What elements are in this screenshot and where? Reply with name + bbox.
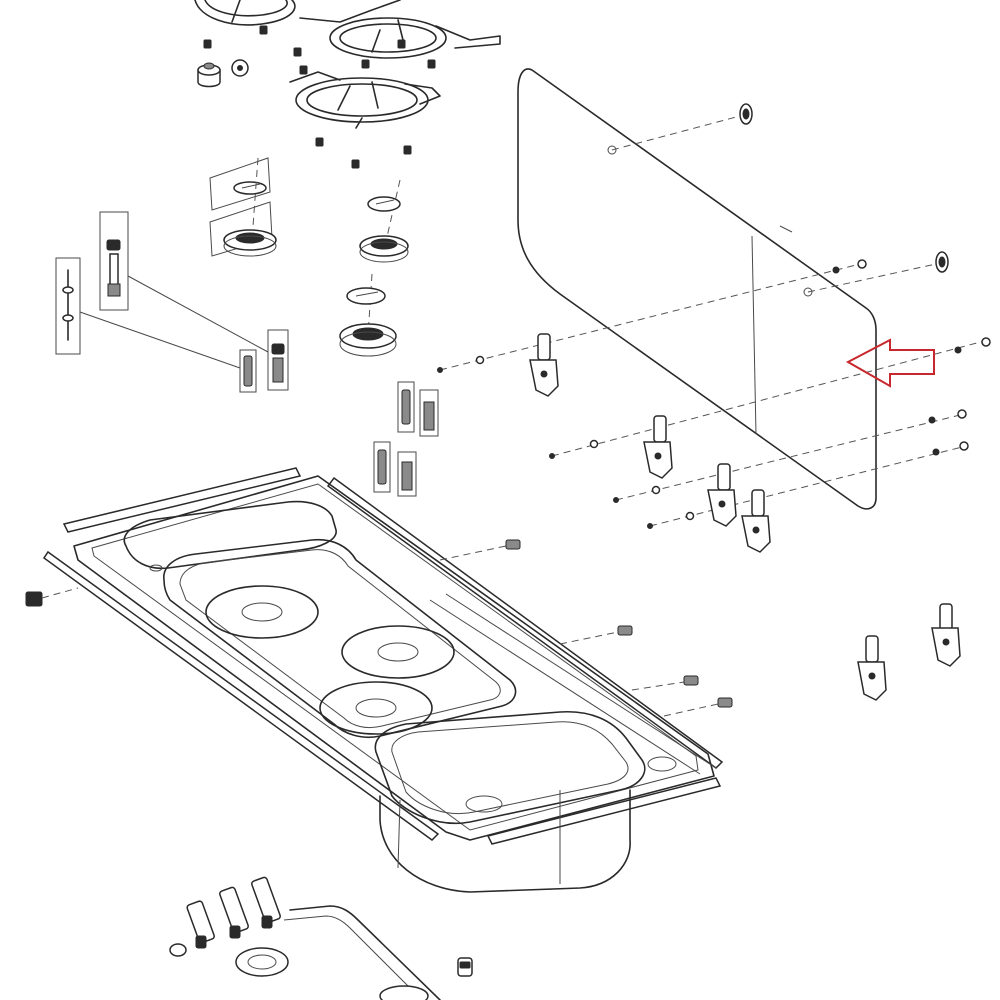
- hinge-spare-2: [931, 603, 961, 667]
- fixing-clips: [25, 539, 733, 717]
- lid-buffers: [611, 103, 949, 293]
- burner-plate-1: [205, 585, 319, 639]
- hinge-4: [741, 489, 771, 553]
- callout-arrow: [845, 338, 935, 388]
- thermocouple-and-injectors: [55, 211, 439, 497]
- burner-assembly-lower: [339, 273, 397, 357]
- hinge-1: [529, 333, 559, 397]
- lid-hinges: [529, 333, 961, 701]
- burner-plate-2: [341, 625, 455, 679]
- burner-assembly-middle: [359, 179, 409, 263]
- pan-support-grids: [194, 0, 501, 129]
- knob-cap: [197, 59, 249, 88]
- hinge-3: [707, 463, 737, 527]
- hob-sink-unit: [42, 467, 724, 893]
- gas-manifold: [169, 876, 473, 1000]
- burner-assembly-left: [209, 157, 277, 257]
- glass-lid: [517, 68, 877, 510]
- pan-support-rubber-feet: [203, 25, 436, 169]
- hinge-screws: [437, 259, 991, 529]
- pan-support-middle: [299, 0, 501, 59]
- trim-strips: [42, 467, 724, 845]
- hinge-2: [643, 415, 673, 479]
- pan-support-left: [194, 0, 296, 26]
- burner-plate-3: [319, 681, 433, 735]
- hinge-spare-1: [857, 635, 887, 701]
- pan-support-lower: [289, 71, 441, 129]
- sink-bowl: [374, 710, 677, 893]
- gas-valves: [186, 876, 281, 949]
